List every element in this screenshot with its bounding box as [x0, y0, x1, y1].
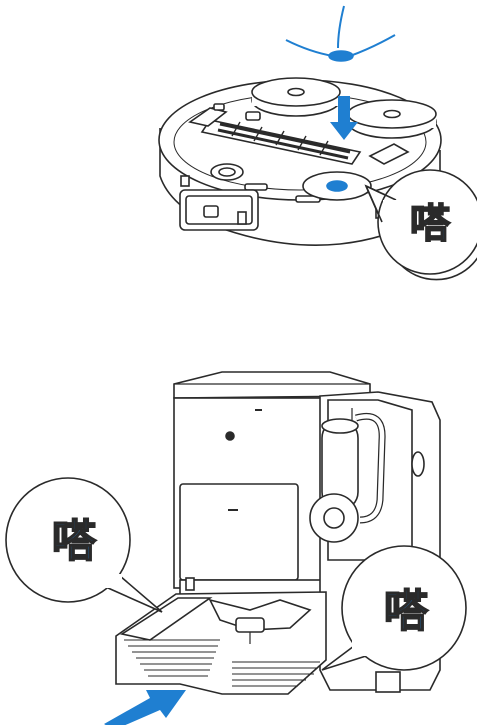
side-brush-icon	[285, 5, 396, 62]
click-callout-top: 嗒	[364, 169, 477, 281]
click-callout-left: 嗒	[5, 477, 163, 613]
click-sound-text-right: 嗒	[384, 586, 429, 637]
click-callout-right: 嗒	[321, 545, 467, 671]
click-sound-text-left: 嗒	[52, 516, 97, 567]
insert-arrow-icon	[104, 690, 186, 725]
main-brush-roller	[200, 119, 362, 165]
click-sound-text-top: 嗒	[410, 201, 451, 247]
down-arrow-icon	[330, 96, 358, 140]
docking-station-group: 嗒 嗒	[5, 371, 467, 725]
station-ramp	[115, 591, 327, 695]
robot-vacuum-group: 嗒	[158, 5, 477, 281]
